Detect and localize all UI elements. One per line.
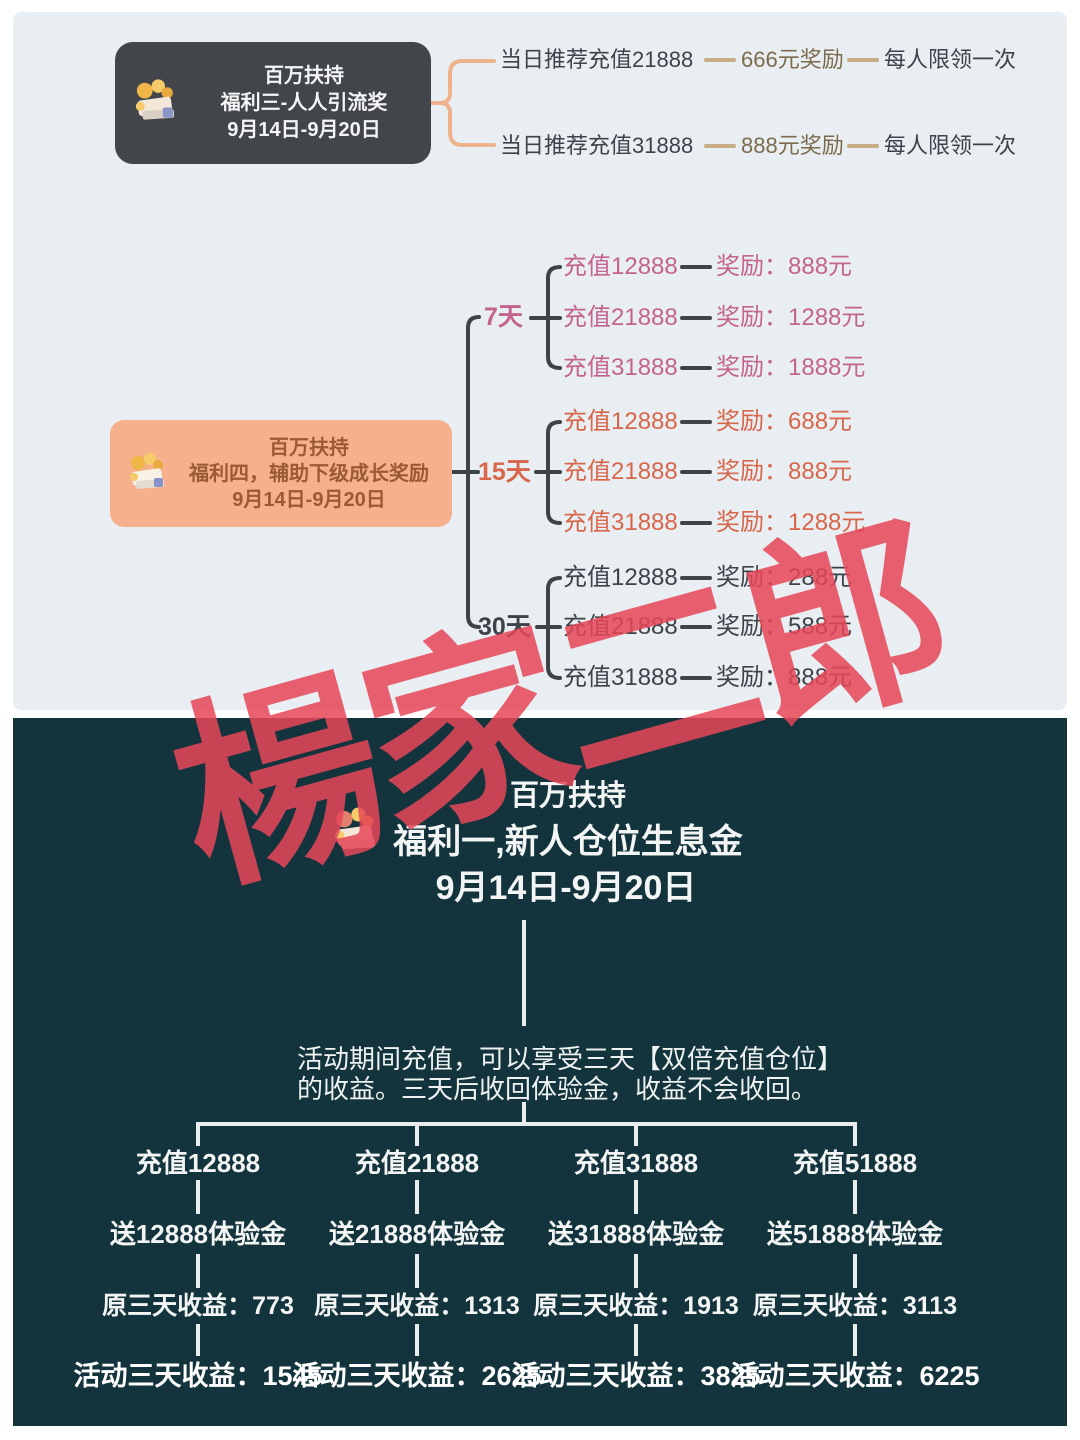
- recharge-column-21888: 充值21888 送21888体验金 原三天收益：1313 活动三天收益：2625: [277, 1122, 557, 1396]
- benefit3-node-dates: 9月14日-9月20日: [227, 118, 381, 141]
- recharge-column-51888: 充值51888 送51888体验金 原三天收益：3113 活动三天收益：6225: [715, 1122, 995, 1396]
- benefit3-row-limit: 每人限领一次: [884, 133, 1017, 158]
- benefit3-row-condition: 当日推荐充值21888: [500, 47, 694, 72]
- recharge-label: 充值12888: [563, 408, 678, 435]
- recharge-label: 充值12888: [135, 1148, 261, 1178]
- recharge-column-31888: 充值31888 送31888体验金 原三天收益：1913 活动三天收益：3825: [496, 1122, 776, 1396]
- benefit1-dates: 9月14日-9月20日: [435, 869, 697, 907]
- recharge-label: 充值21888: [354, 1148, 480, 1178]
- benefit3-row-limit: 每人限领一次: [884, 47, 1017, 72]
- connector-tick: [634, 1324, 638, 1356]
- gift-label: 送21888体验金: [328, 1219, 506, 1249]
- recharge-label: 充值31888: [573, 1148, 699, 1178]
- coins-illustration-icon: [124, 450, 172, 498]
- activity-yield-label: 活动三天收益：2625: [292, 1361, 542, 1391]
- recharge-label: 充值21888: [563, 613, 678, 640]
- recharge-label: 充值31888: [563, 509, 678, 536]
- original-yield-label: 原三天收益：1913: [533, 1292, 739, 1320]
- connector-tick: [634, 1180, 638, 1214]
- description-connector-line: [522, 1102, 526, 1124]
- reward-label: 奖励：1288元: [716, 509, 866, 536]
- coins-illustration-icon: [129, 76, 183, 130]
- connector-tick: [634, 1254, 638, 1288]
- original-yield-label: 原三天收益：773: [102, 1292, 294, 1320]
- coins-illustration-icon: [328, 804, 384, 860]
- connector-tick: [853, 1180, 857, 1214]
- original-yield-label: 原三天收益：1313: [314, 1292, 520, 1320]
- reward-label: 奖励：1288元: [716, 304, 866, 331]
- benefit4-group-label-7d: 7天: [484, 303, 523, 331]
- benefit4-node-dates: 9月14日-9月20日: [232, 488, 386, 511]
- reward-label: 奖励：688元: [716, 408, 853, 435]
- connector-tick: [415, 1254, 419, 1288]
- gift-label: 送51888体验金: [766, 1219, 944, 1249]
- gift-label: 送31888体验金: [547, 1219, 725, 1249]
- benefit1-title: 百万扶持: [509, 780, 627, 812]
- reward-label: 奖励：588元: [716, 613, 853, 640]
- reward-label: 奖励：1888元: [716, 354, 866, 381]
- connector-tick: [853, 1122, 857, 1146]
- connector-tick: [853, 1324, 857, 1356]
- connector-tick: [196, 1122, 200, 1146]
- connector-tick: [196, 1180, 200, 1214]
- connector-tick: [853, 1254, 857, 1288]
- benefit3-row-condition: 当日推荐充值31888: [500, 133, 694, 158]
- benefit1-description-line2: 的收益。三天后收回体验金，收益不会收回。: [297, 1074, 818, 1104]
- recharge-column-12888: 充值12888 送12888体验金 原三天收益：773 活动三天收益：1545: [58, 1122, 338, 1396]
- benefit4-node-title: 百万扶持: [269, 436, 349, 459]
- recharge-label: 充值12888: [563, 564, 678, 591]
- benefit1-description-line1: 活动期间充值，可以享受三天【双倍充值仓位】: [297, 1044, 844, 1074]
- header-connector-line: [522, 920, 526, 1026]
- connector-tick: [415, 1122, 419, 1146]
- branch-horizontal-line: [197, 1122, 857, 1126]
- benefit1-panel: [13, 718, 1067, 1426]
- gift-label: 送12888体验金: [109, 1219, 287, 1249]
- reward-label: 奖励：888元: [716, 253, 853, 280]
- connector-tick: [415, 1180, 419, 1214]
- reward-label: 奖励：888元: [716, 458, 853, 485]
- connector-tick: [196, 1324, 200, 1356]
- activity-yield-label: 活动三天收益：3825: [511, 1361, 761, 1391]
- benefit3-node-title: 百万扶持: [264, 64, 344, 87]
- benefit3-node: 百万扶持 福利三-人人引流奖 9月14日-9月20日: [115, 42, 431, 164]
- recharge-label: 充值21888: [563, 304, 678, 331]
- connector-tick: [415, 1324, 419, 1356]
- recharge-label: 充值51888: [792, 1148, 918, 1178]
- activity-yield-label: 活动三天收益：6225: [730, 1361, 980, 1391]
- recharge-label: 充值12888: [563, 253, 678, 280]
- activity-yield-label: 活动三天收益：1545: [73, 1361, 323, 1391]
- benefit3-row-reward: 666元奖励: [741, 47, 844, 72]
- benefit1-subtitle: 福利一,新人仓位生息金: [393, 823, 743, 861]
- recharge-label: 充值31888: [563, 354, 678, 381]
- benefit3-row-reward: 888元奖励: [741, 133, 844, 158]
- recharge-label: 充值31888: [563, 664, 678, 691]
- reward-label: 奖励：888元: [716, 664, 853, 691]
- connector-tick: [634, 1122, 638, 1146]
- reward-label: 奖励：288元: [716, 564, 853, 591]
- benefit4-group-label-30d: 30天: [478, 613, 531, 641]
- benefit4-node: 百万扶持 福利四，辅助下级成长奖励 9月14日-9月20日: [110, 420, 452, 527]
- original-yield-label: 原三天收益：3113: [752, 1292, 958, 1320]
- connector-tick: [196, 1254, 200, 1288]
- recharge-label: 充值21888: [563, 458, 678, 485]
- benefit4-group-label-15d: 15天: [478, 458, 531, 486]
- benefit3-node-subtitle: 福利三-人人引流奖: [220, 91, 388, 114]
- benefit4-node-subtitle: 福利四，辅助下级成长奖励: [189, 462, 429, 485]
